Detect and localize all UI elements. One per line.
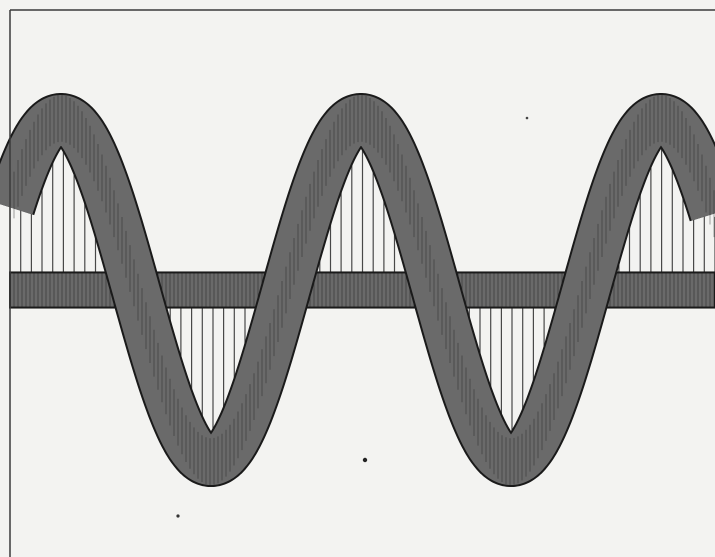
- paper-specks: [176, 116, 529, 518]
- sine-wave-band: [0, 93, 715, 487]
- frame: [9, 9, 715, 557]
- speck: [362, 457, 368, 463]
- speck: [176, 514, 180, 518]
- speck: [525, 116, 529, 120]
